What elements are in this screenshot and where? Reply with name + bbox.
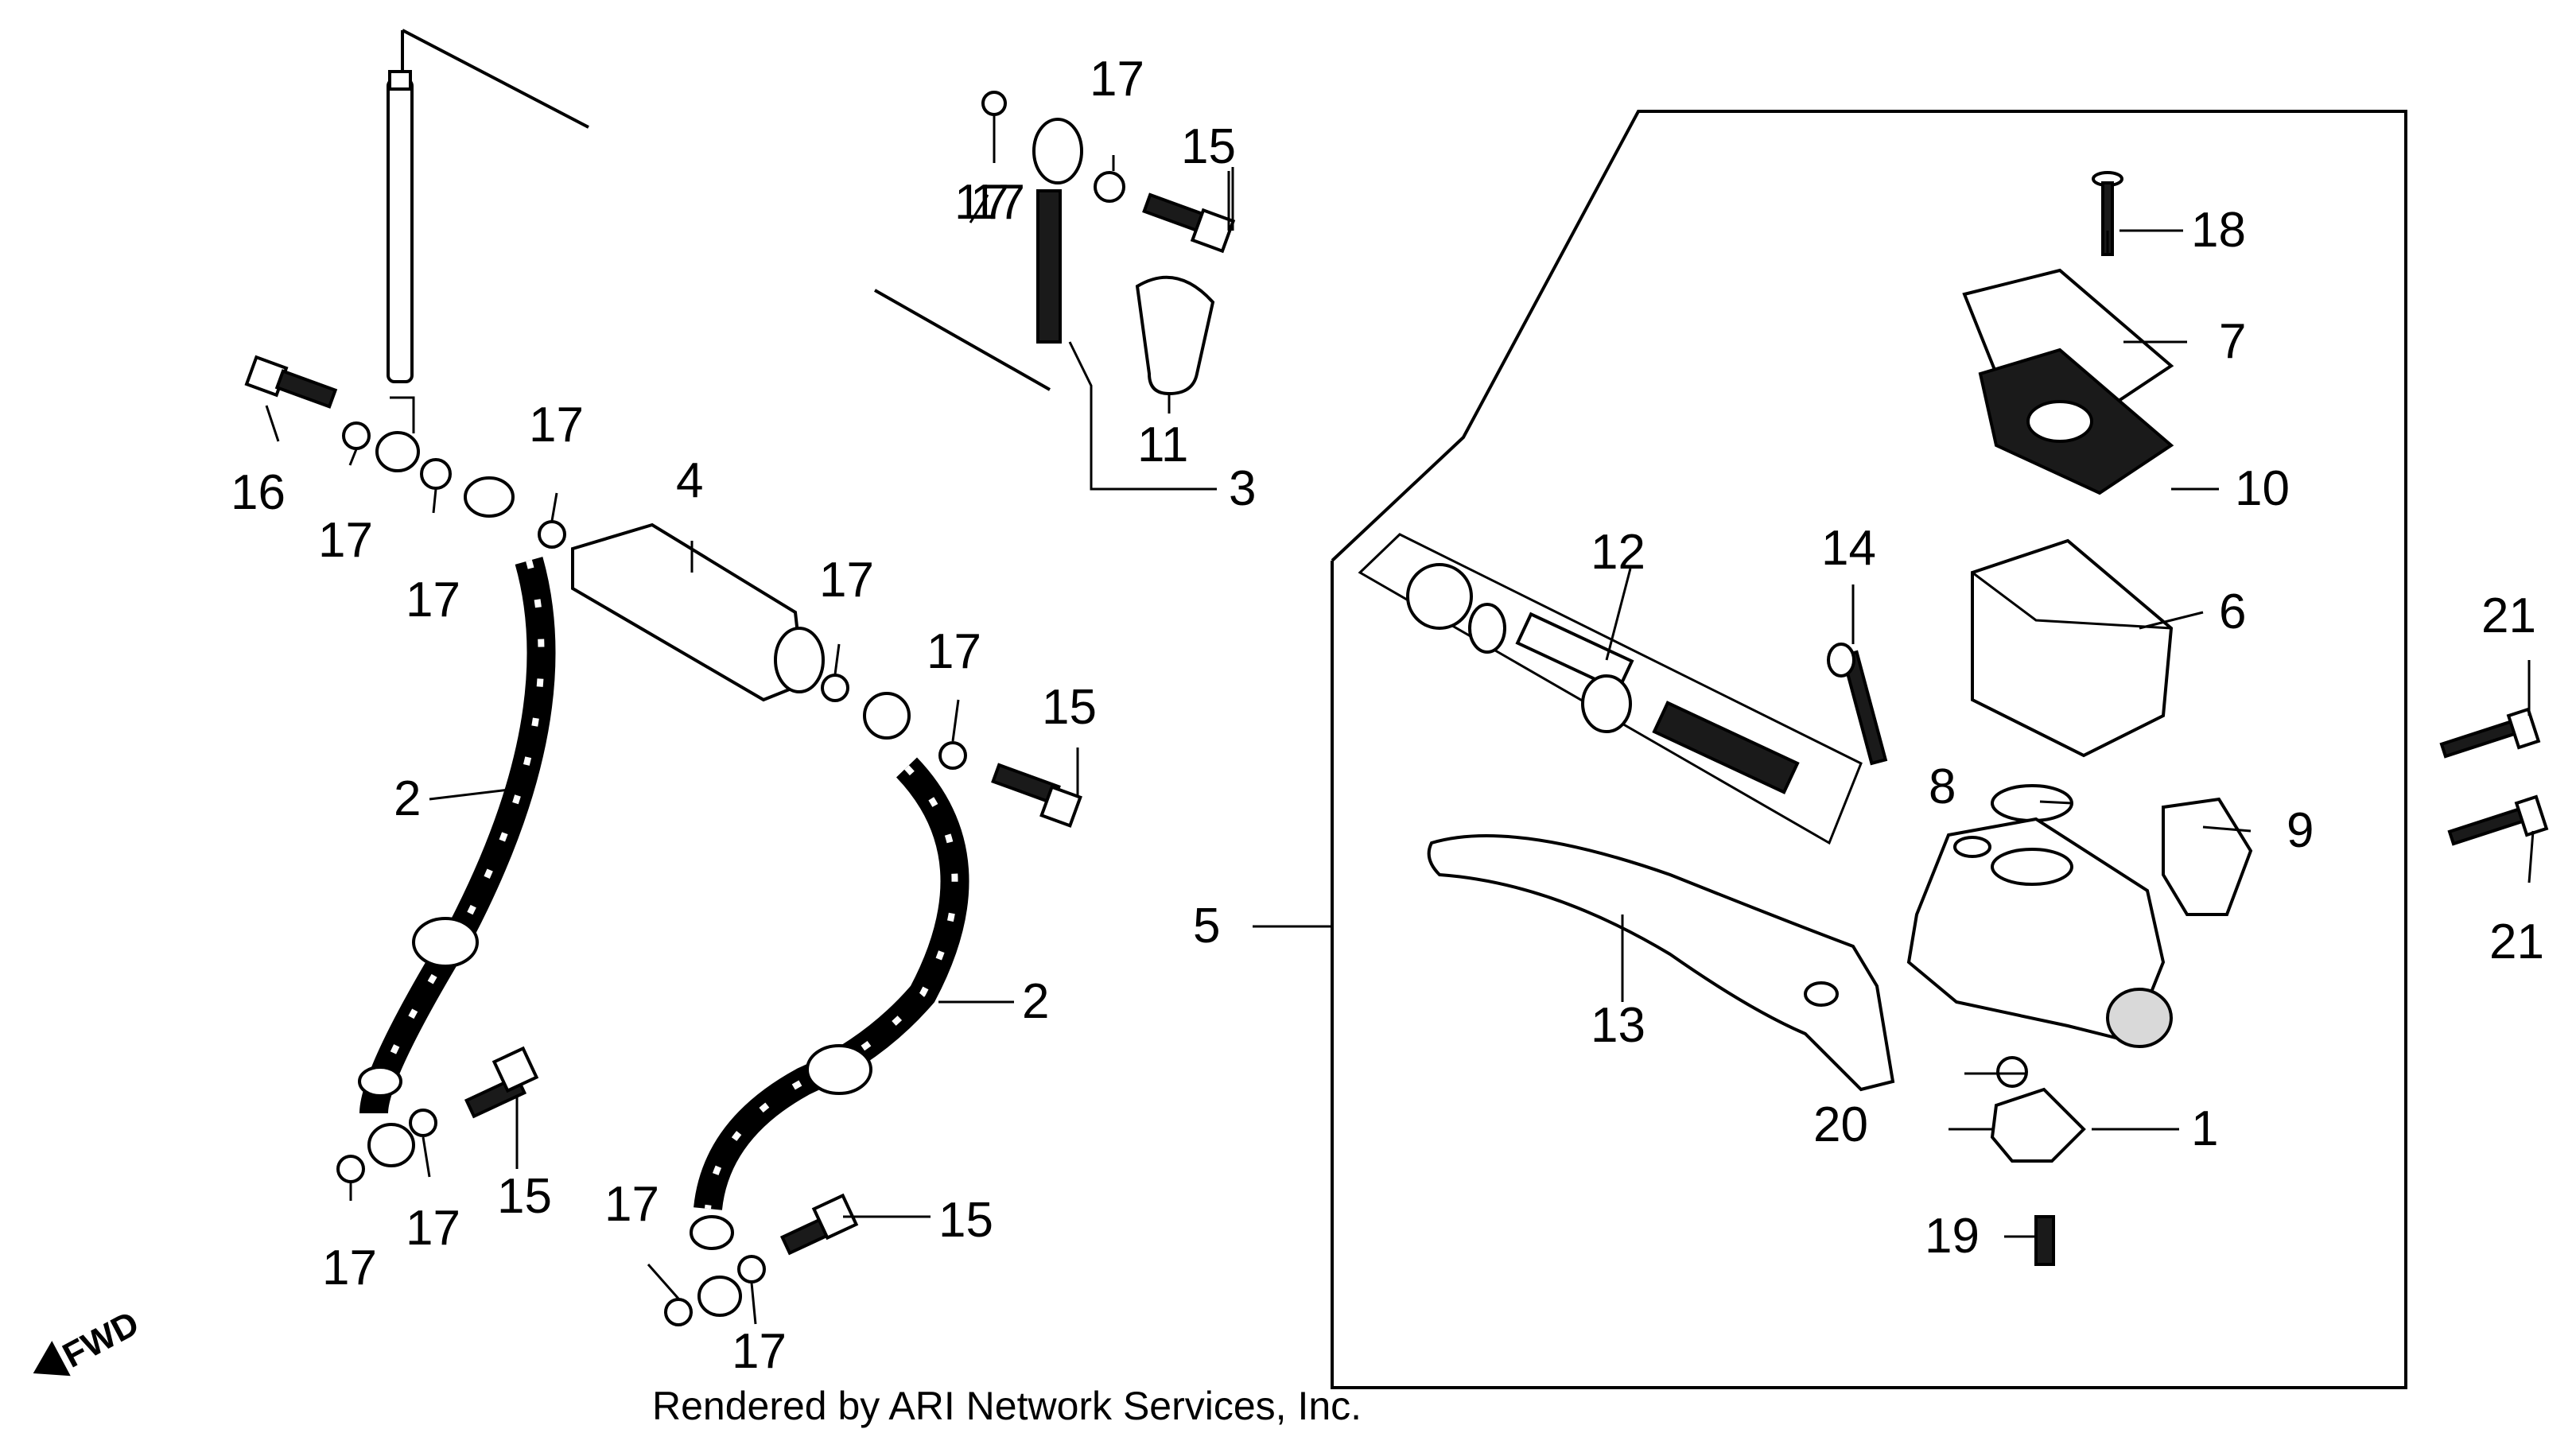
washer <box>664 1298 693 1326</box>
side-cover <box>2162 797 2253 916</box>
upper-brake-pipe <box>375 29 589 472</box>
callout-18: 18 <box>2191 203 2246 258</box>
callout-9: 9 <box>2287 803 2314 858</box>
washer <box>1094 171 1125 203</box>
assembly-frame <box>1331 110 2407 1389</box>
forward-arrow-icon <box>33 1341 71 1377</box>
callout-17-c: 17 <box>318 513 373 568</box>
callout-17-l: 17 <box>970 175 1025 230</box>
bolt-15-bottom <box>779 1193 859 1256</box>
footer-credit: Rendered by ARI Network Services, Inc. <box>652 1384 1362 1428</box>
washer <box>737 1255 766 1283</box>
bolt-15-left <box>464 1046 539 1119</box>
callout-14: 14 <box>1821 521 1876 576</box>
callout-15-mid: 15 <box>1042 680 1097 735</box>
callout-17-i: 17 <box>406 1201 460 1256</box>
callout-17-b: 17 <box>1090 52 1144 107</box>
callout-17-d: 17 <box>406 573 460 627</box>
washer <box>409 1109 437 1137</box>
callout-15-top: 15 <box>1181 119 1236 174</box>
callout-20: 20 <box>1813 1097 1868 1152</box>
callout-6: 6 <box>2219 584 2246 639</box>
three-way-joint <box>538 520 825 702</box>
callout-16: 16 <box>231 465 286 520</box>
bolt-15-mid <box>991 763 1082 828</box>
screw-19 <box>2034 1215 2055 1266</box>
callout-3: 3 <box>1229 461 1256 516</box>
brake-hose-right <box>690 692 969 1317</box>
callout-17-f: 17 <box>819 553 874 608</box>
callout-19: 19 <box>1925 1209 1980 1264</box>
brake-switch <box>1990 1087 2086 1163</box>
reservoir <box>1971 538 2174 758</box>
callouts: 1 2 2 3 4 5 6 7 8 9 10 11 12 13 14 15 15… <box>231 52 2544 1379</box>
diaphragm <box>1978 348 2174 495</box>
pivot-bolt <box>1827 643 1888 766</box>
callout-17-a: 17 <box>954 175 1009 230</box>
callout-17-e: 17 <box>529 398 584 452</box>
callout-12: 12 <box>1591 525 1645 580</box>
callout-10: 10 <box>2235 461 2290 516</box>
forward-direction-indicator: FWD <box>33 1303 146 1377</box>
forward-label: FWD <box>56 1303 145 1375</box>
bolt-top <box>1142 192 1236 254</box>
callout-15-left: 15 <box>497 1169 552 1224</box>
callout-21-bottom: 21 <box>2489 914 2544 969</box>
callout-2-left: 2 <box>394 771 421 826</box>
callout-17-g: 17 <box>927 624 981 679</box>
callout-17-h: 17 <box>322 1241 377 1295</box>
master-cylinder-body <box>1906 817 2173 1048</box>
callout-4: 4 <box>676 453 703 508</box>
brake-hose-left <box>358 476 556 1167</box>
callout-13: 13 <box>1591 998 1645 1053</box>
washer <box>336 1155 365 1183</box>
rubber-boot <box>1135 275 1215 396</box>
washer <box>420 458 452 490</box>
screw-21-bottom <box>2447 794 2549 846</box>
washer <box>821 674 849 702</box>
callout-11: 11 <box>1137 417 1188 472</box>
pipe-to-switch <box>874 118 1217 491</box>
callout-2-right: 2 <box>1022 974 1049 1029</box>
washer <box>981 91 1007 116</box>
callout-8: 8 <box>1929 759 1956 814</box>
callout-17-j: 17 <box>604 1177 659 1232</box>
piston-kit <box>1358 533 1863 845</box>
callout-15-bottom: 15 <box>938 1193 993 1248</box>
callout-1: 1 <box>2191 1101 2218 1156</box>
washer <box>342 421 371 450</box>
leader-lines <box>265 115 2535 1325</box>
callout-17-k: 17 <box>732 1324 787 1379</box>
washer <box>938 741 967 770</box>
brake-lever <box>1427 834 1895 1092</box>
callout-5: 5 <box>1193 899 1220 953</box>
screw-21-top <box>2439 707 2541 759</box>
bolt-16 <box>244 355 338 409</box>
screw-18 <box>2092 171 2123 256</box>
nut-20 <box>1996 1056 2028 1088</box>
callout-21-top: 21 <box>2481 588 2536 643</box>
callout-7: 7 <box>2219 314 2246 369</box>
